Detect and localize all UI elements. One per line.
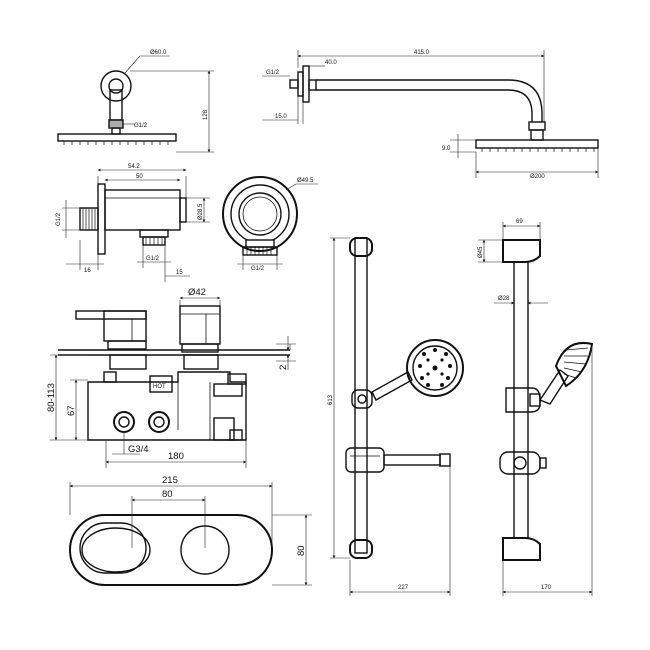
elbow-round-thread-label: G1/2 [251, 266, 265, 272]
wall-elbow-front-view: Ø49.5 G1/2 [222, 176, 318, 272]
shower-head-front-view: Ø60.0 G1/2 128 [57, 50, 214, 153]
slide-rail-front-view: 613 227 [328, 237, 464, 596]
svg-text:HOT: HOT [153, 384, 166, 390]
rail-depth-label: 227 [398, 585, 409, 591]
elbow-bottom-len-label: 15 [176, 270, 183, 276]
shower-arm-side-view: 415.0 G1/2 40.0 15.0 9.0 Ø200 [262, 50, 599, 180]
arm-thread-label: G1/2 [266, 70, 280, 76]
slide-rail-side-view: 69 Ø45 Ø28 170 [478, 219, 594, 596]
elbow-thread-bottom-label: G1/2 [146, 256, 160, 262]
elbow-height-label: Ø28.5 [198, 203, 204, 220]
elbow-body-label: 50 [136, 174, 143, 180]
valve-width-label: 180 [168, 451, 184, 462]
head-front-thread-label: G1/2 [134, 123, 148, 129]
wall-elbow-side-view: 54.2 50 G1/2 16 Ø28.5 G1/2 15 [56, 164, 210, 282]
head-dia-label: Ø200 [530, 174, 545, 180]
elbow-left-len-label: 16 [84, 268, 91, 274]
rail-bracket-width-label: 69 [516, 219, 523, 225]
head-thickness-label: 9.0 [442, 146, 451, 152]
valve-depth-label: 80-113 [46, 383, 57, 412]
head-front-height-label: 128 [203, 109, 209, 120]
rail-side-depth-label: 170 [541, 585, 552, 591]
head-front-dia-label: Ø60.0 [150, 50, 167, 56]
valve-inlet-thread-label: G3/4 [128, 444, 149, 455]
arm-nut-label: 40.0 [325, 60, 337, 66]
arm-length-label: 415.0 [414, 50, 430, 56]
elbow-width-label: 54.2 [128, 164, 140, 170]
valve-cover-gap-label: 2 [278, 365, 289, 370]
plate-width-label: 215 [162, 475, 178, 486]
elbow-thread-left-label: G1/2 [56, 212, 62, 226]
rail-bracket-dia-label: Ø45 [478, 246, 484, 258]
rail-height-label: 613 [328, 394, 334, 405]
plate-spacing-label: 80 [162, 489, 173, 500]
rail-pipe-dia-label: Ø28 [498, 296, 510, 302]
plate-height-label: 80 [296, 545, 307, 556]
arm-drop-label: 15.0 [275, 114, 287, 120]
valve-inlet-height-label: 67 [66, 405, 77, 416]
concealed-valve-view: HOT Ø42 2 80-113 67 G3/4 [46, 287, 296, 468]
valve-knob-dia-label: Ø42 [188, 287, 206, 298]
elbow-round-dia-label: Ø49.5 [297, 178, 314, 184]
cover-plate-front-view: 215 80 80 [69, 475, 312, 586]
